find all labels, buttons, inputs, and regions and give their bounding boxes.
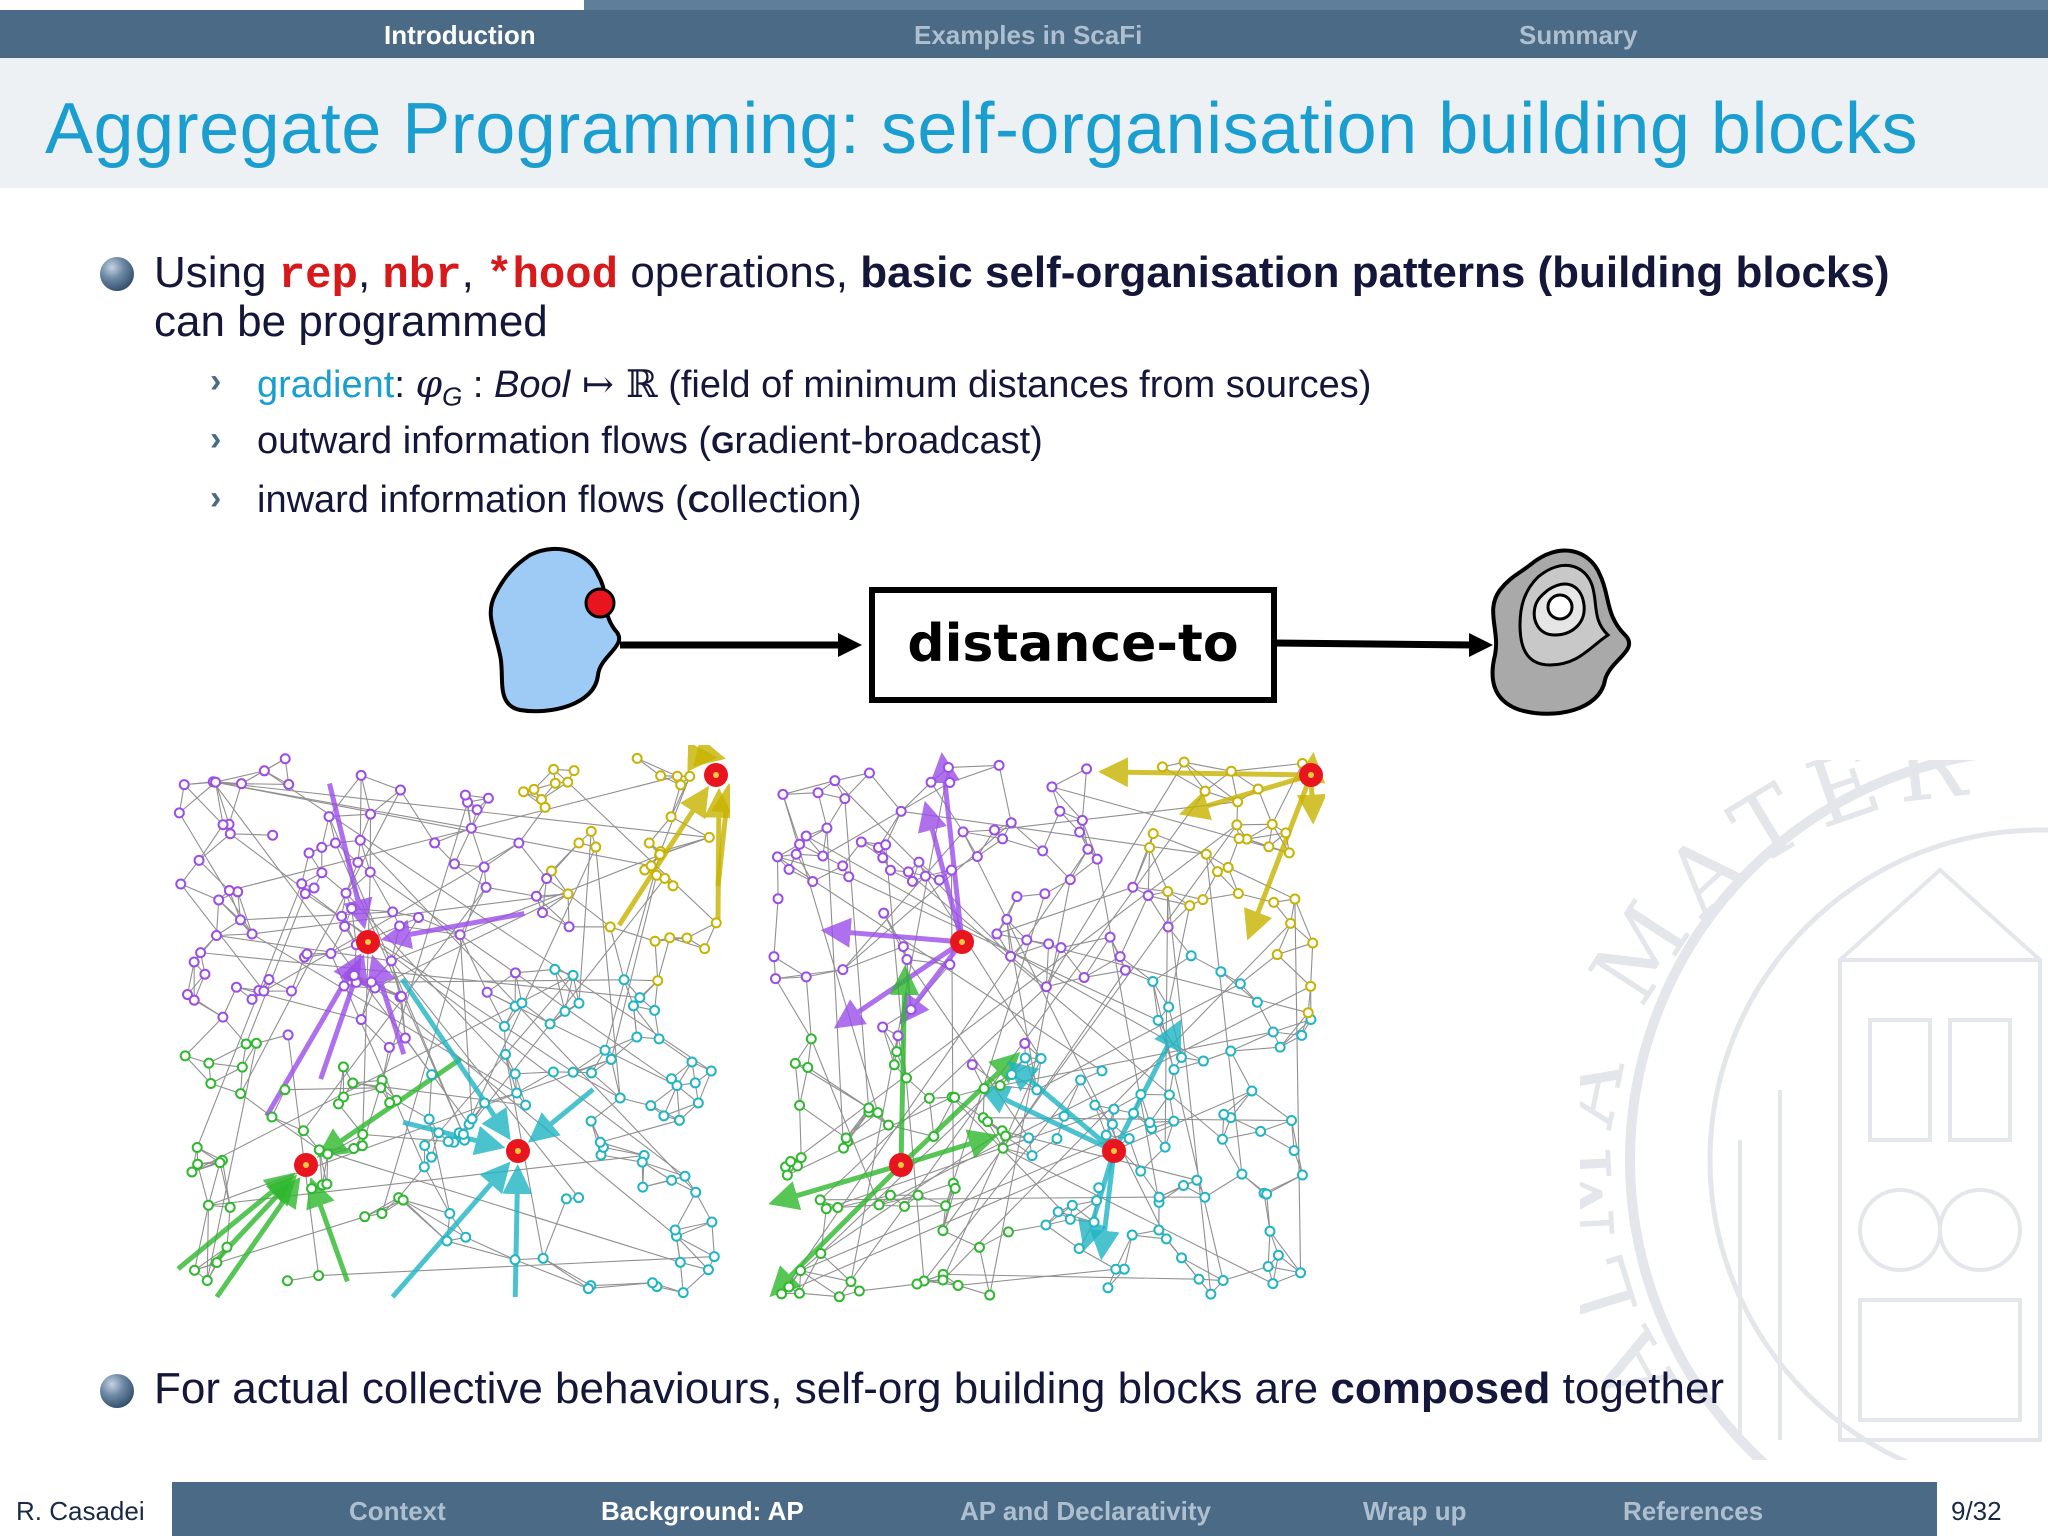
phi-subscript: G (442, 381, 463, 412)
footer-section-ap-declarativity[interactable]: AP and Declarativity (960, 1496, 1211, 1526)
graph-nodes (173, 752, 728, 1299)
inward-rest: ollection) (709, 479, 862, 521)
subitem-outward: outward information flows (Gradient-broa… (257, 420, 1043, 463)
phi-symbol: φ (415, 362, 443, 406)
inward-pre: inward information flows ( (257, 479, 688, 521)
nav-section-introduction[interactable]: Introduction (384, 20, 536, 50)
bullet-1-emphasis: basic self-organisation patterns (buildi… (860, 248, 1890, 297)
distance-to-label: distance-to (907, 614, 1238, 674)
source-dot (584, 587, 616, 619)
bullet-marker (100, 1374, 134, 1408)
graph-edges (773, 761, 1314, 1298)
subitem-inward: inward information flows (Collection) (257, 479, 862, 522)
code-nbr: nbr (382, 251, 462, 301)
separator: , (357, 248, 383, 297)
outward-rest: radient-broadcast) (734, 420, 1043, 462)
arrow-head (838, 633, 862, 657)
nav-section-examples[interactable]: Examples in ScaFi (914, 20, 1143, 50)
code-rep: rep (278, 251, 358, 301)
footer-section-wrap-up[interactable]: Wrap up (1363, 1496, 1467, 1526)
bullet-2-pre: For actual collective behaviours, self-o… (154, 1364, 1331, 1413)
inward-cap: C (687, 486, 710, 519)
colon: : (394, 364, 416, 406)
input-blob (488, 546, 622, 714)
chevron-right-icon: › (210, 420, 222, 458)
seal-lettering: ALMA MATER · UNIVERSITA (1580, 760, 2017, 1424)
chevron-right-icon: › (210, 362, 222, 400)
bullet-2-emphasis: composed (1330, 1364, 1551, 1413)
bullet-1-line-1: Using rep, nbr, *hood operations, basic … (154, 248, 1890, 301)
graph-nodes (768, 756, 1323, 1303)
separator: , (461, 248, 487, 297)
footer-section-context[interactable]: Context (349, 1496, 446, 1526)
bullet-1-line-2: can be programmed (154, 297, 548, 346)
arrow-head (1469, 633, 1493, 657)
page-number-box: 9/32 (1934, 1482, 2048, 1536)
type-colon: : (462, 364, 494, 406)
slide-title: Aggregate Programming: self-organisation… (45, 89, 1918, 169)
page-number: 9/32 (1951, 1496, 2002, 1526)
footer-section-references[interactable]: References (1623, 1496, 1764, 1526)
bullet-2-post: together (1550, 1364, 1725, 1413)
progress-fill (0, 0, 584, 10)
outward-pre: outward information flows ( (257, 420, 712, 462)
svg-text:ALMA MATER · UNIVERSITA: ALMA MATER · UNIVERSITA (1580, 760, 2031, 1424)
author-name: R. Casadei (16, 1496, 145, 1526)
bottom-navigation-bar (0, 1482, 2048, 1536)
network-graph-gradient-broadcast (173, 745, 730, 1299)
university-seal-watermark: ALMA MATER · UNIVERSITA (1580, 760, 2048, 1460)
code-hood: *hood (486, 251, 619, 301)
top-navigation-bar (0, 0, 2048, 58)
output-gradient-blob (1490, 548, 1632, 716)
bullet-1-pre: Using (154, 248, 279, 297)
gradient-term: gradient (257, 364, 395, 406)
outward-cap: G (711, 427, 735, 460)
gradient-description: (field of minimum distances from sources… (657, 364, 1372, 406)
author-box: R. Casadei (0, 1482, 175, 1536)
bullet-1-mid: operations, (618, 248, 861, 297)
title-band (0, 58, 2048, 188)
bullet-2: For actual collective behaviours, self-o… (154, 1364, 1724, 1414)
network-graph-collection (768, 752, 1325, 1303)
distance-to-diagram: distance-to (488, 546, 1632, 716)
progress-track (0, 0, 2048, 10)
mapsto-symbol: ↦ (570, 362, 627, 406)
type-bool: Bool (493, 364, 571, 406)
nav-section-summary[interactable]: Summary (1519, 20, 1638, 50)
flow-arrows (176, 745, 730, 1299)
bullet-marker (100, 257, 134, 291)
footer-section-background-ap[interactable]: Background: AP (601, 1496, 804, 1526)
reals-symbol: ℝ (626, 362, 658, 406)
chevron-right-icon: › (210, 479, 222, 517)
subitem-gradient: gradient: φG : Bool ↦ ℝ (field of minimu… (257, 362, 1371, 413)
